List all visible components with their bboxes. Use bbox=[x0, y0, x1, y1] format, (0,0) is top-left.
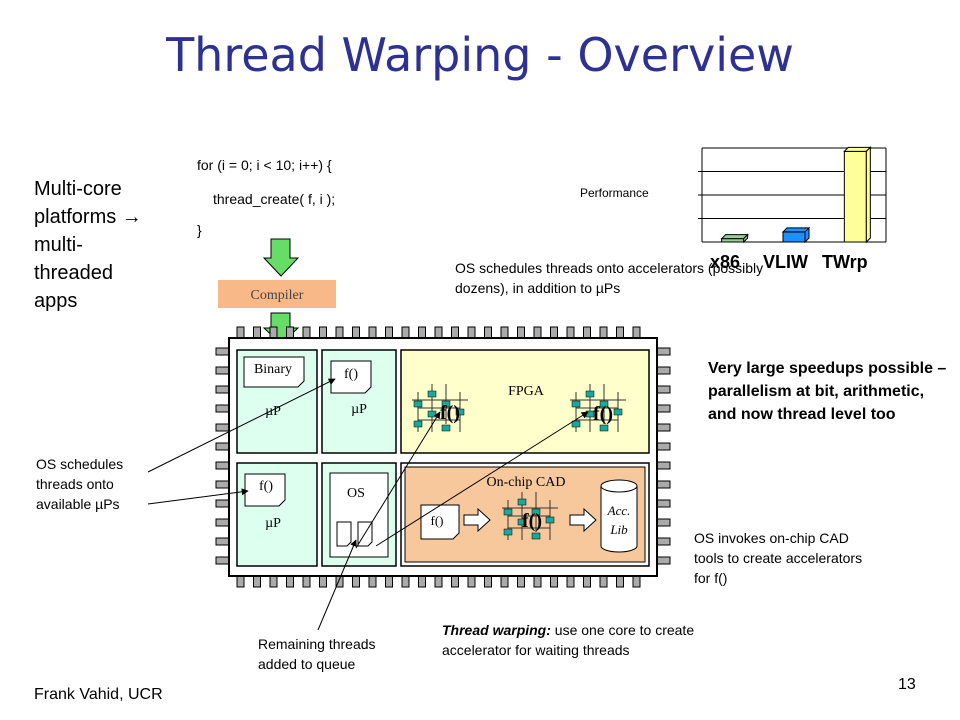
note-thread-warping: Thread warping: use one core to create a… bbox=[442, 620, 762, 660]
arrow-os-to-up3 bbox=[147, 488, 249, 505]
bar-label-x86: x86 bbox=[710, 252, 741, 272]
note-remaining-threads: Remaining threads added to queue bbox=[258, 636, 376, 672]
f-label-2: f() bbox=[259, 479, 273, 494]
thread-warping-bold: Thread warping: bbox=[442, 622, 551, 638]
compiler-label: Compiler bbox=[251, 288, 304, 303]
arrow-os-to-fpga1 bbox=[355, 411, 441, 549]
fpga-circuit-1 bbox=[412, 384, 468, 432]
cad-arrow-1 bbox=[463, 507, 491, 533]
f-doc-1 bbox=[330, 360, 372, 394]
fpga-f-label-2: f() bbox=[593, 403, 613, 425]
binary-label: Binary bbox=[254, 362, 292, 377]
bar-label-vliw: VLIW bbox=[763, 252, 808, 272]
cad-circuit bbox=[502, 492, 558, 540]
down-arrow-1 bbox=[262, 238, 300, 277]
note-speedups: Very large speedups possible – paralleli… bbox=[708, 360, 947, 423]
cad-f-doc bbox=[420, 504, 460, 540]
intro-text: Multi-core platforms → multi-threaded ap… bbox=[34, 178, 142, 312]
thread-warping-text: use one core to create accelerator for w… bbox=[442, 622, 695, 658]
arrow-os-to-fpga2 bbox=[375, 411, 589, 547]
code-line-1: for (i = 0; i < 10; i++) { bbox=[197, 157, 332, 173]
acc-lib-cylinder bbox=[600, 486, 638, 553]
f-label-1: f() bbox=[344, 367, 358, 382]
bar-x86 bbox=[720, 233, 749, 244]
note-os-schedules-up: OS schedules threads onto available µPs bbox=[36, 456, 124, 512]
page-number: 13 bbox=[898, 676, 916, 693]
code-line-3: } bbox=[197, 222, 202, 238]
cad-label: On-chip CAD bbox=[487, 475, 566, 490]
fpga-block bbox=[400, 349, 650, 454]
binary-doc bbox=[243, 356, 305, 388]
cad-f-bold: f() bbox=[522, 510, 542, 532]
chart-bars bbox=[720, 146, 872, 244]
bar-vliw bbox=[781, 226, 811, 244]
compiler-box bbox=[218, 280, 336, 308]
up-label-1: µP bbox=[265, 404, 281, 419]
bar-twrp bbox=[843, 146, 872, 244]
slide-title: Thread Warping - Overview bbox=[166, 28, 794, 82]
acc-lib-label-1: Acc. bbox=[607, 503, 631, 518]
footer-author: Frank Vahid, UCR bbox=[34, 686, 163, 703]
fpga-circuit-2 bbox=[570, 384, 626, 432]
up-label-3: µP bbox=[265, 516, 281, 531]
chart-ylabel: Performance bbox=[580, 186, 649, 200]
note-os-schedules-accel: OS schedules threads onto accelerators (… bbox=[455, 260, 764, 296]
acc-lib-label-2: Lib bbox=[609, 522, 628, 537]
performance-chart bbox=[698, 146, 887, 244]
up-label-2: µP bbox=[351, 402, 367, 417]
cad-f-label: f() bbox=[431, 513, 444, 528]
code-line-2: thread_create( f, i ); bbox=[213, 191, 336, 207]
arrow-os-to-up2 bbox=[147, 378, 336, 473]
fpga-f-label-1: f() bbox=[440, 402, 460, 424]
f-doc-2 bbox=[244, 473, 286, 507]
fpga-label: FPGA bbox=[508, 384, 545, 399]
bar-label-twrp: TWrp bbox=[822, 252, 868, 272]
queue-doc-1 bbox=[336, 521, 352, 547]
note-os-invokes-cad: OS invokes on-chip CAD tools to create a… bbox=[694, 530, 863, 586]
arrow-remaining-threads bbox=[317, 539, 357, 631]
os-label: OS bbox=[347, 486, 365, 501]
cad-arrow-2 bbox=[569, 507, 597, 533]
